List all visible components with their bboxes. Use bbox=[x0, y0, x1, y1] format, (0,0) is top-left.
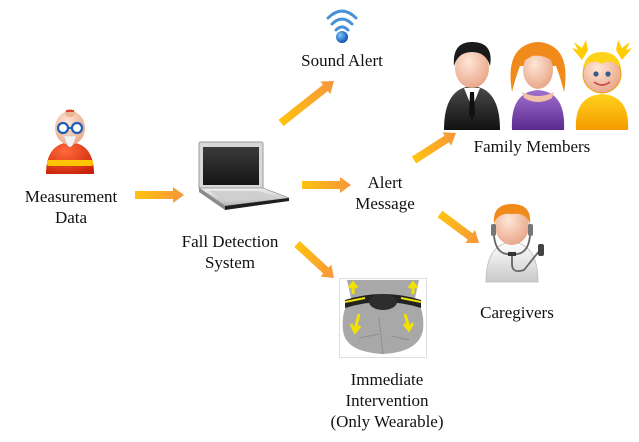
alert-message-label: Alert Message bbox=[330, 172, 440, 214]
intervention-label-line1: Immediate bbox=[350, 370, 424, 389]
doctor-icon bbox=[482, 200, 552, 286]
arrow-measurement-to-system bbox=[135, 187, 184, 203]
mother-icon bbox=[510, 42, 566, 130]
arrow-system-to-intervention bbox=[294, 241, 335, 279]
system-label-line1: Fall Detection bbox=[181, 232, 279, 251]
fall-detection-system-label: Fall Detection System bbox=[160, 231, 300, 273]
arrow-shape bbox=[278, 80, 335, 127]
child-icon bbox=[572, 40, 632, 130]
arrow-system-to-alert bbox=[302, 177, 351, 193]
arrow-shape bbox=[411, 132, 457, 164]
family-members-label: Family Members bbox=[473, 137, 591, 156]
arrow-shape bbox=[302, 177, 351, 193]
measurement-label-line1: Measurement bbox=[24, 187, 118, 206]
sound-alert-label: Sound Alert bbox=[301, 51, 383, 70]
alert-label-line1: Alert bbox=[367, 173, 403, 192]
system-label-line2: System bbox=[204, 253, 256, 272]
intervention-label-line3: (Only Wearable) bbox=[330, 412, 444, 431]
caregivers-label: Caregivers bbox=[480, 303, 554, 322]
arrow-alert-to-caregivers bbox=[437, 210, 479, 243]
arrow-system-to-sound bbox=[278, 80, 335, 127]
wireless-signal-icon bbox=[322, 6, 362, 44]
alert-label-line2: Message bbox=[355, 194, 415, 213]
arrow-shape bbox=[294, 241, 335, 279]
wearable-airbag-belt-icon bbox=[339, 278, 427, 358]
immediate-intervention-label: Immediate Intervention (Only Wearable) bbox=[312, 369, 462, 432]
laptop-icon bbox=[195, 140, 291, 216]
family-group-icon bbox=[440, 36, 636, 132]
elderly-person-icon bbox=[42, 104, 98, 176]
arrow-shape bbox=[135, 187, 184, 203]
measurement-label-line2: Data bbox=[54, 208, 88, 227]
intervention-label-line2: Intervention bbox=[345, 391, 429, 410]
arrow-alert-to-family bbox=[411, 132, 457, 164]
father-icon bbox=[444, 42, 500, 130]
measurement-data-label: Measurement Data bbox=[8, 186, 134, 228]
arrow-shape bbox=[437, 210, 479, 243]
